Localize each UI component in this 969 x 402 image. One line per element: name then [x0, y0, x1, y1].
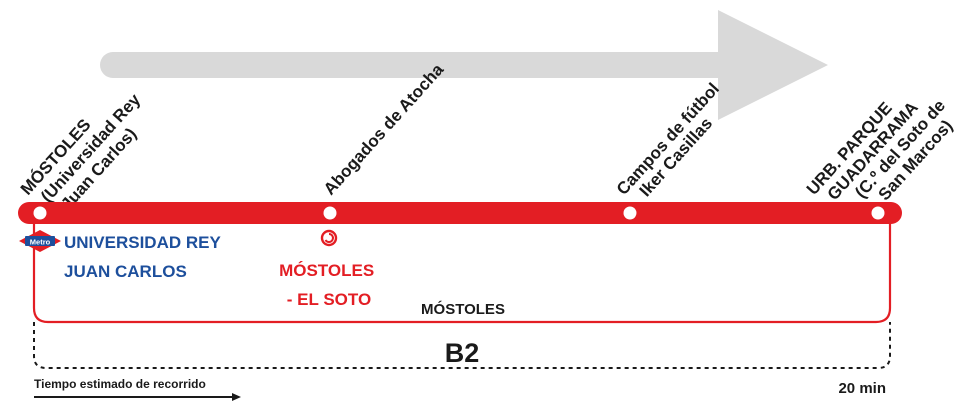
cercanias-icon	[320, 229, 338, 247]
travel-time-bracket	[33, 322, 891, 369]
direction-arrow-head	[718, 10, 828, 120]
route-line	[18, 202, 902, 224]
stop-marker-4	[871, 206, 885, 220]
stop-marker-3	[623, 206, 637, 220]
travel-time-label: Tiempo estimado de recorrido	[34, 377, 206, 391]
stop-marker-2	[323, 206, 337, 220]
svg-text:Metro: Metro	[30, 238, 51, 247]
direction-arrow	[100, 10, 828, 120]
stop-marker-1	[33, 206, 47, 220]
cercanias-station-name: MÓSTOLES - EL SOTO	[279, 261, 379, 309]
line-code: B2	[445, 338, 480, 368]
zone-label: MÓSTOLES	[421, 300, 505, 318]
travel-time-arrow	[34, 393, 241, 401]
travel-time-value: 20 min	[838, 380, 886, 397]
stop-label-2: Abogados de Atocha	[320, 60, 448, 199]
route-return-line	[32, 220, 892, 324]
metro-logo: Metro	[19, 230, 61, 252]
direction-arrow-shaft	[100, 52, 736, 78]
metro-station-name: UNIVERSIDAD REY JUAN CARLOS	[64, 233, 225, 281]
